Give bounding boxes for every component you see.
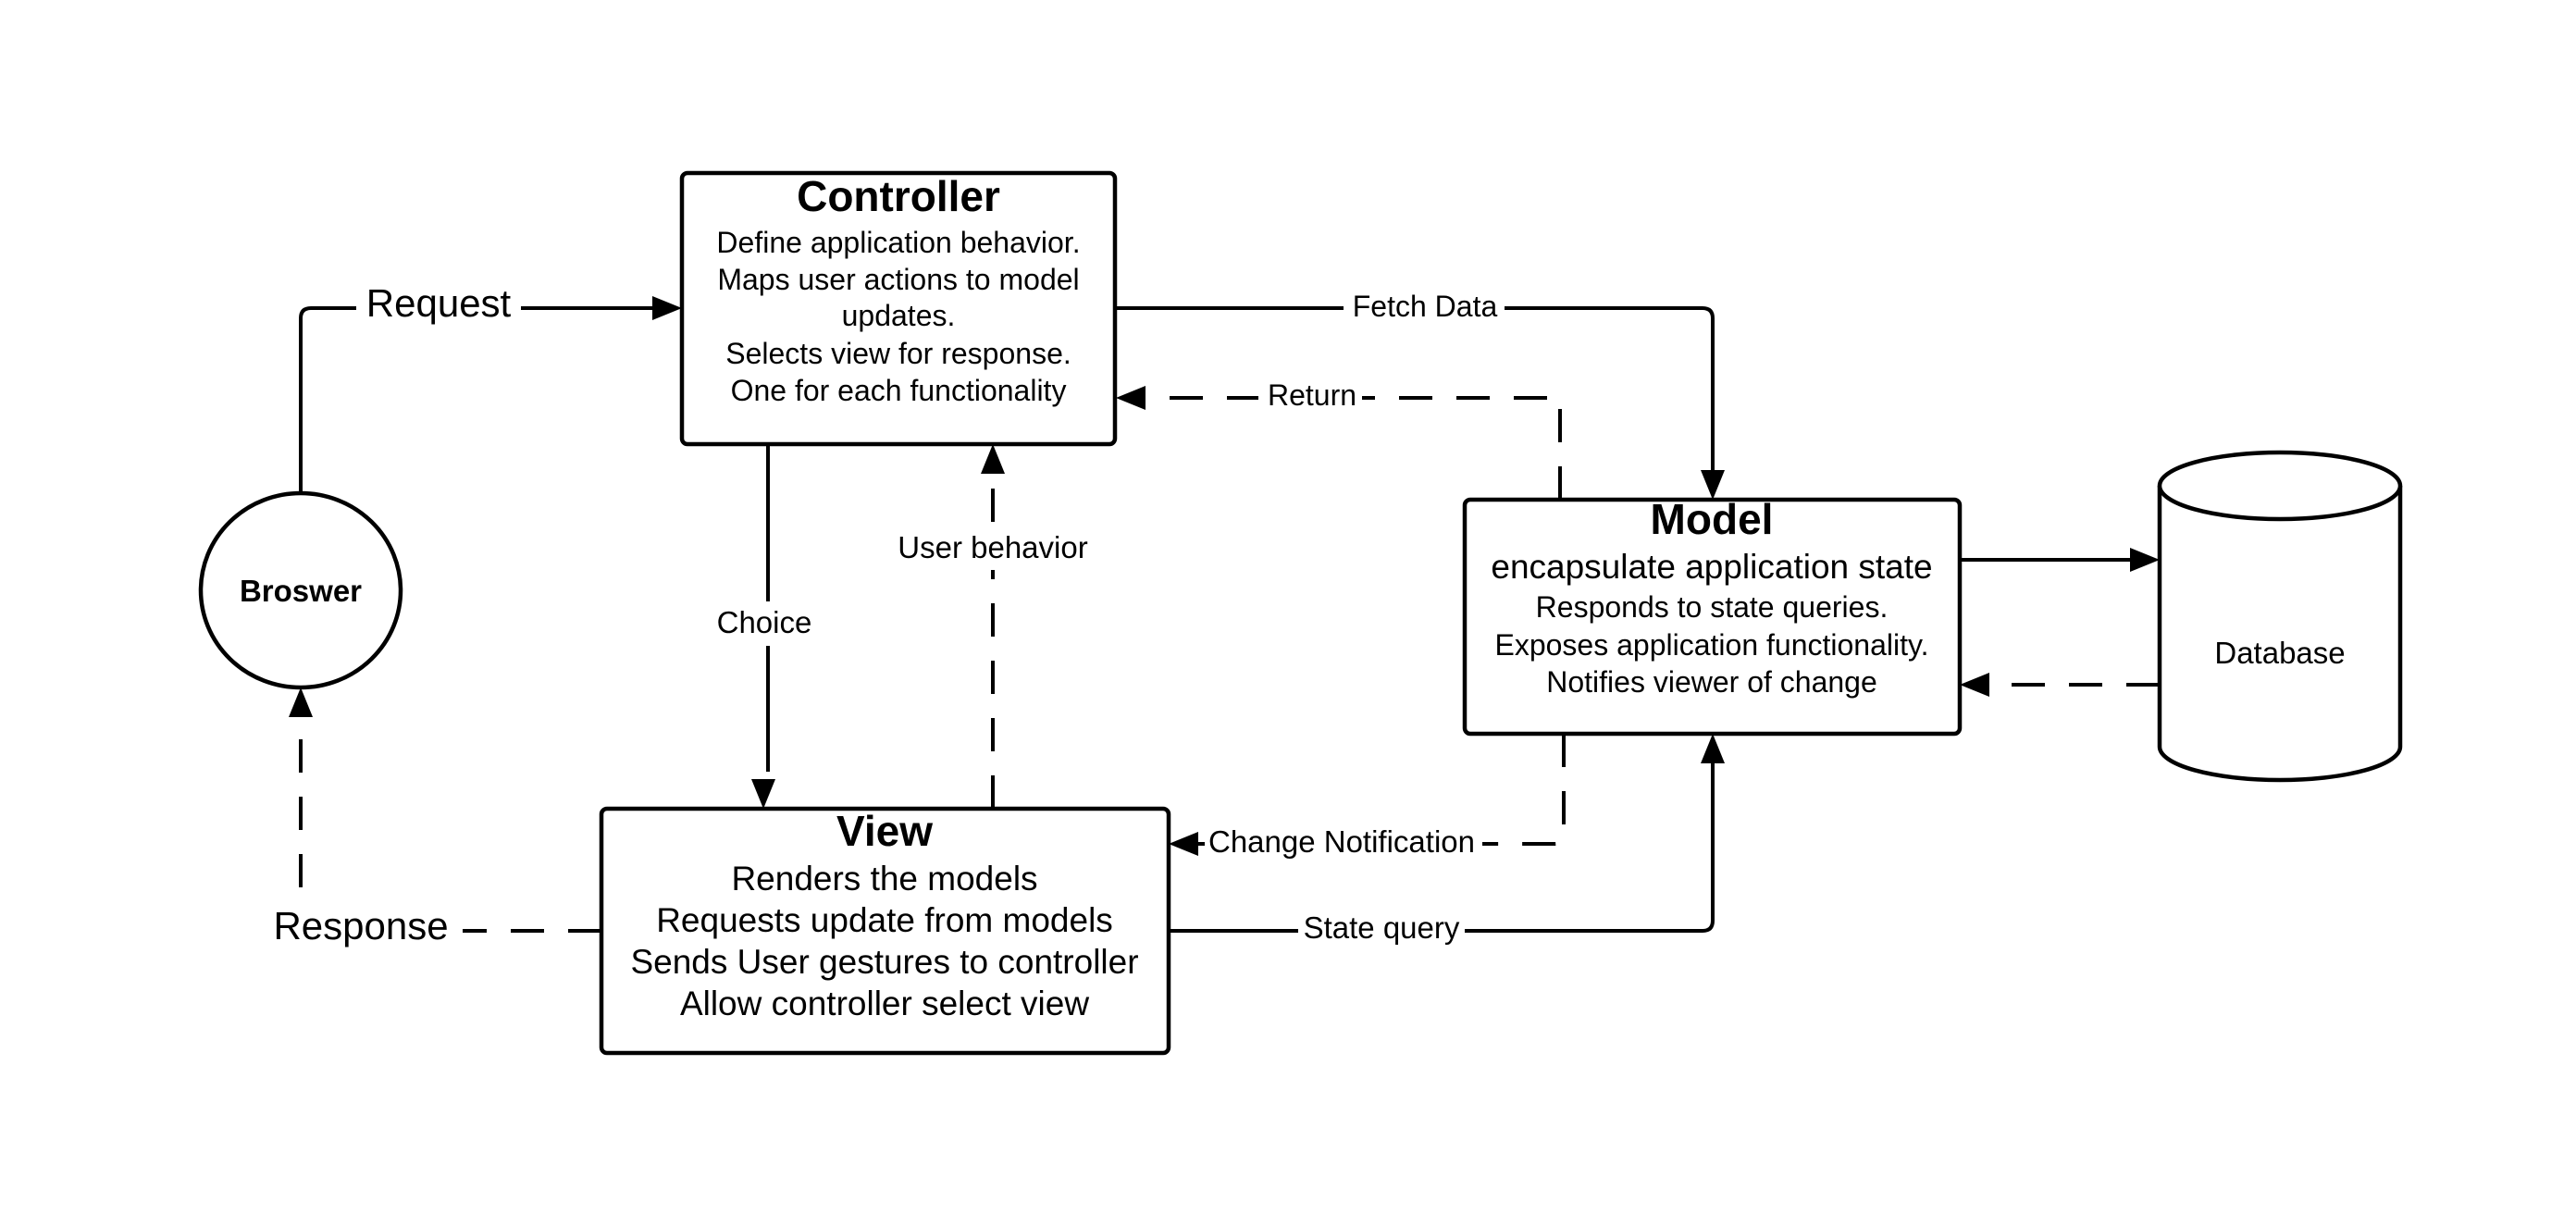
view-line: Allow controller select view [680,985,1089,1022]
model-subtitle: encapsulate application state [1491,548,1932,586]
label-user-behavior: User behavior [890,527,1094,570]
controller-node: Controller Define application behavior. … [679,170,1118,447]
edge-request [299,296,682,493]
controller-line: Selects view for response. [725,337,1071,370]
view-line: Sends User gestures to controller [630,943,1138,981]
model-line: Responds to state queries. [1536,590,1889,624]
edge-response [289,687,601,933]
edge-user-behavior [981,444,1005,809]
edge-fetch-data [1115,306,1725,500]
edge-model-to-database [1960,548,2160,572]
label-state-query-text: State query [1304,910,1460,945]
label-return: Return [1258,378,1362,418]
database-label: Database [2214,636,2345,670]
label-user-behavior-text: User behavior [898,530,1087,564]
controller-line: Define application behavior. [716,226,1080,259]
edge-change-notification [1169,734,1566,856]
label-change-notification-text: Change Notification [1208,824,1475,859]
view-line: Requests update from models [656,901,1113,939]
controller-line: One for each functionality [731,374,1067,407]
label-choice: Choice [712,601,822,646]
controller-line: updates. [842,299,956,332]
model-line: Notifies viewer of change [1546,665,1877,699]
controller-line: Maps user actions to model [717,263,1079,296]
edge-database-to-model [1960,673,2160,697]
label-fetch-data-text: Fetch Data [1353,290,1498,323]
browser-label: Broswer [240,574,362,608]
label-response-text: Response [273,904,448,947]
model-line: Exposes application functionality. [1494,628,1928,662]
view-line: Renders the models [731,860,1037,898]
edge-return [1116,386,1562,500]
label-change-notification: Change Notification [1205,822,1482,866]
label-response: Response [259,902,463,954]
database-node: Database [2157,450,2403,783]
browser-node: Broswer [198,490,403,690]
view-node: View Renders the models Requests update … [599,806,1171,1056]
label-return-text: Return [1268,378,1356,412]
label-request: Request [356,281,521,328]
model-node: Model encapsulate application state Resp… [1462,495,1963,737]
label-fetch-data: Fetch Data [1344,289,1505,329]
label-state-query: State query [1298,909,1465,951]
controller-title: Controller [797,172,1000,220]
label-choice-text: Choice [717,605,812,639]
model-title: Model [1651,495,1774,543]
label-request-text: Request [366,281,512,325]
view-title: View [836,807,933,855]
edge-state-query [1169,734,1725,933]
